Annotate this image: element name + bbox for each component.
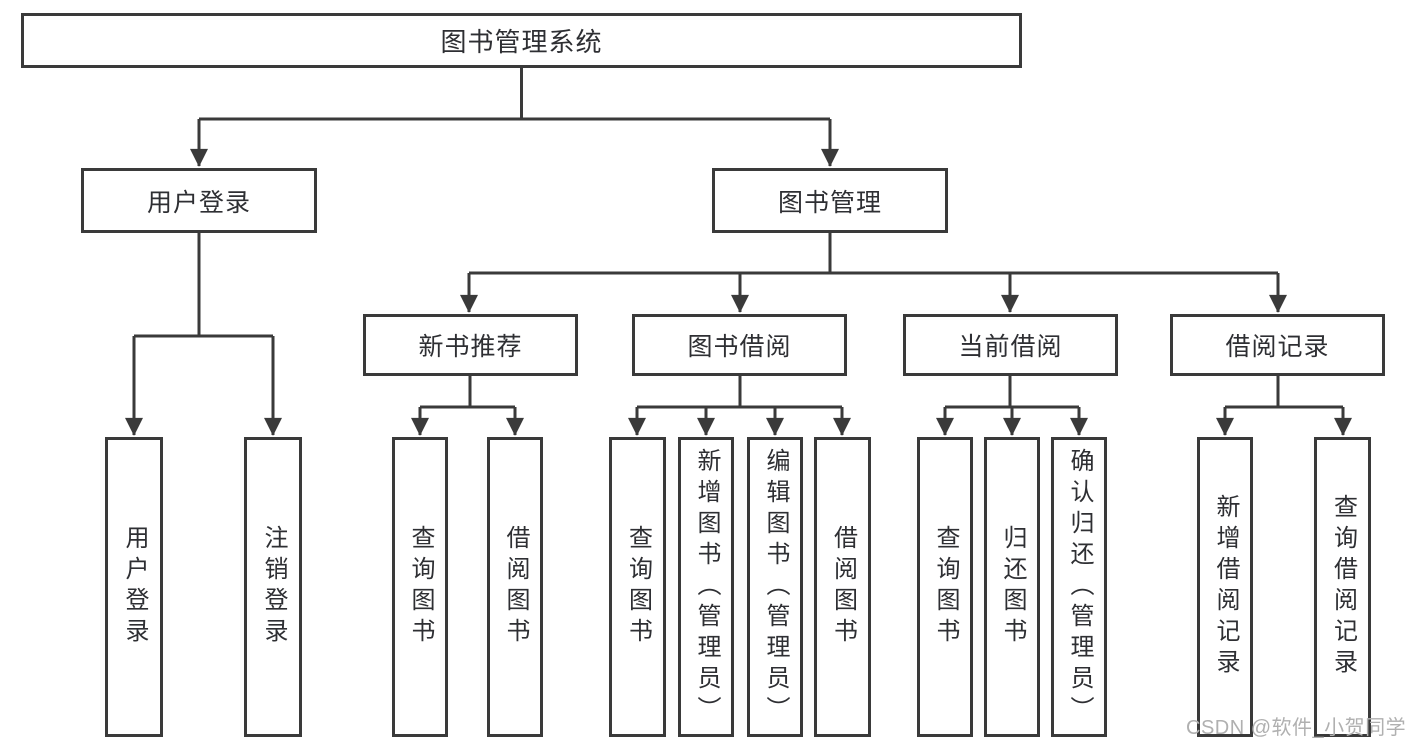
node-user-login-label: 用户登录: [146, 188, 251, 217]
node-book-management-label: 图书管理: [777, 188, 882, 217]
leaf-borrow-books-recommendation-label: 借阅图书: [502, 525, 529, 649]
leaf-query-books-current: 查询图书: [917, 437, 973, 737]
leaf-query-books-recommendation: 查询图书: [392, 437, 448, 737]
leaf-user-login-label: 用户登录: [121, 525, 148, 649]
leaf-edit-book-admin-label: 编辑图书（管理员）: [762, 447, 789, 727]
leaf-add-borrow-record-label: 新增借阅记录: [1212, 494, 1239, 680]
node-current-borrowing-label: 当前借阅: [958, 333, 1063, 361]
leaf-confirm-return-admin: 确认归还（管理员）: [1051, 437, 1107, 737]
leaf-logout: 注销登录: [244, 437, 302, 737]
connectors-borrowing-records: [1216, 376, 1352, 436]
leaf-query-books-recommendation-label: 查询图书: [407, 525, 434, 649]
node-book-management: 图书管理: [712, 168, 948, 233]
leaf-query-books-borrowing-label: 查询图书: [624, 525, 652, 649]
connectors-root: [190, 68, 839, 167]
node-book-borrowing-label: 图书借阅: [687, 333, 792, 361]
leaf-logout-label: 注销登录: [260, 525, 287, 649]
leaf-user-login: 用户登录: [105, 437, 163, 737]
leaf-query-borrow-record: 查询借阅记录: [1314, 437, 1371, 737]
connectors-new-book-recommendation: [411, 376, 524, 436]
connectors-book-management: [460, 233, 1287, 313]
leaf-query-books-current-label: 查询图书: [932, 525, 959, 649]
node-borrowing-records: 借阅记录: [1170, 314, 1385, 376]
csdn-watermark: CSDN @软件_小贺同学: [1186, 717, 1405, 739]
leaf-confirm-return-admin-label: 确认归还（管理员）: [1066, 447, 1093, 727]
leaf-edit-book-admin: 编辑图书（管理员）: [747, 437, 803, 737]
leaf-return-books: 归还图书: [984, 437, 1040, 737]
node-library-management-system-label: 图书管理系统: [440, 27, 603, 57]
node-library-management-system: 图书管理系统: [21, 13, 1022, 68]
node-book-borrowing: 图书借阅: [632, 314, 847, 376]
leaf-return-books-label: 归还图书: [999, 525, 1026, 649]
leaf-add-book-admin-label: 新增图书（管理员）: [693, 447, 720, 727]
leaf-query-borrow-record-label: 查询借阅记录: [1329, 494, 1357, 680]
connectors-book-borrowing: [628, 376, 851, 436]
leaf-add-borrow-record: 新增借阅记录: [1197, 437, 1253, 737]
leaf-query-books-borrowing: 查询图书: [609, 437, 666, 737]
connectors-current-borrowing: [936, 376, 1088, 436]
leaf-borrow-books-borrowing: 借阅图书: [814, 437, 871, 737]
node-user-login: 用户登录: [81, 168, 317, 233]
leaf-add-book-admin: 新增图书（管理员）: [678, 437, 734, 737]
connectors-user-login: [125, 233, 282, 436]
leaf-borrow-books-recommendation: 借阅图书: [487, 437, 543, 737]
node-new-book-recommendation: 新书推荐: [363, 314, 578, 376]
node-current-borrowing: 当前借阅: [903, 314, 1118, 376]
node-new-book-recommendation-label: 新书推荐: [418, 333, 523, 361]
leaf-borrow-books-borrowing-label: 借阅图书: [829, 525, 857, 649]
node-borrowing-records-label: 借阅记录: [1225, 333, 1330, 361]
